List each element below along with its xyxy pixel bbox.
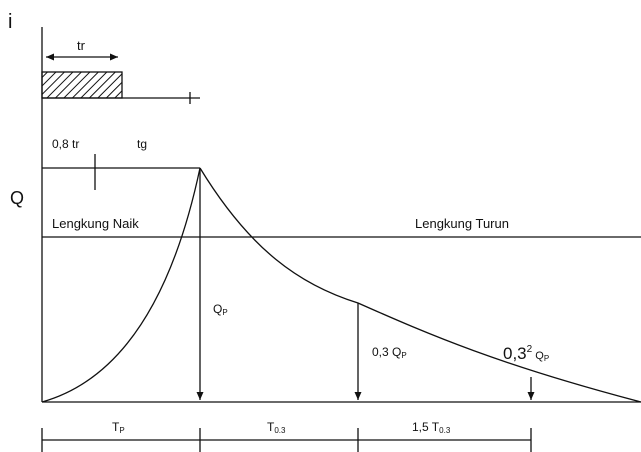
discharge-axis-label: Q: [10, 188, 24, 208]
rain-axis-label: i: [8, 11, 12, 33]
first-recession-label: T0.3: [267, 420, 286, 435]
rain-duration-label: tr: [77, 38, 86, 53]
rainfall-block: [41, 71, 123, 99]
peak-discharge-label: QP: [213, 302, 228, 317]
rising-limb-label: Lengkung Naik: [52, 216, 139, 231]
second-recession-label: 1,5 T0.3: [412, 420, 451, 435]
falling-limb-label: Lengkung Turun: [415, 216, 509, 231]
third-discharge-label: 0,32 QP: [503, 344, 549, 363]
lag-time-label: tg: [137, 137, 147, 151]
rising-limb-curve: [41, 167, 201, 403]
lag-fraction-label: 0,8 tr: [52, 137, 79, 151]
falling-limb-curve: [199, 167, 641, 403]
time-to-peak-label: TP: [112, 420, 125, 435]
second-discharge-label: 0,3 QP: [372, 345, 407, 360]
